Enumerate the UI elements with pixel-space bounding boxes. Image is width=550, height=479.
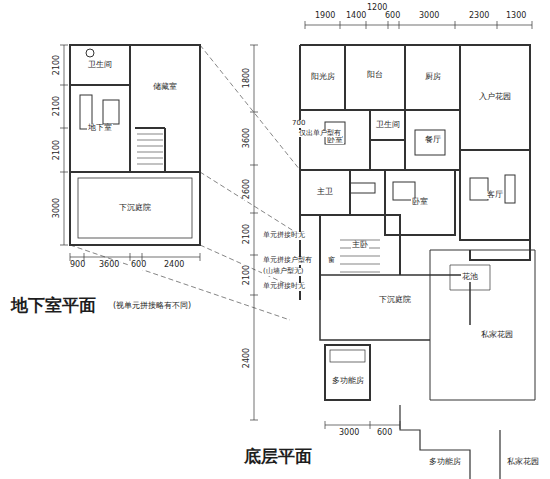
dimension-text: 3000 xyxy=(418,12,440,21)
room-area: 下沉庭院 xyxy=(72,174,198,243)
room-name: 下沉庭院 xyxy=(378,296,412,305)
room-area: 阳光房 xyxy=(302,47,343,108)
plan-note: 窗 xyxy=(327,257,336,265)
plan-note: 单元拼接时无 xyxy=(262,232,306,240)
dimension-text: 2100 xyxy=(243,223,252,245)
room-area: 花池 xyxy=(452,267,488,288)
dimension-text: 600 xyxy=(130,261,147,270)
dimension-text: 2600 xyxy=(243,178,252,200)
dimension-text: 2100 xyxy=(53,139,62,161)
room-name: 卫生间 xyxy=(375,121,401,130)
dimension-text: 600 xyxy=(384,12,401,21)
room-name: 花池 xyxy=(461,273,479,282)
room-area: 下沉庭院 xyxy=(322,277,468,323)
room-area: 入户花园 xyxy=(462,47,528,148)
dimension-text: 2400 xyxy=(163,261,185,270)
room-area: 主卫 xyxy=(302,172,348,213)
dimension-text: 900 xyxy=(69,261,86,270)
room-name: 厨房 xyxy=(424,73,442,82)
dimension-text: 2100 xyxy=(243,264,252,286)
room-area: 卫生间 xyxy=(72,47,128,83)
room-area: 地下室 xyxy=(72,87,128,170)
room-area: 储藏室 xyxy=(132,47,198,127)
room-name: 阳光房 xyxy=(310,73,336,82)
room-area: 卧室 xyxy=(387,172,453,233)
dimension-text: 1800 xyxy=(243,67,252,89)
dimension-text: 600 xyxy=(376,429,393,438)
room-area: 厨房 xyxy=(407,47,458,108)
dimension-text: 2300 xyxy=(468,12,490,21)
room-name: 多功能房 xyxy=(331,377,365,386)
room-name: 入户花园 xyxy=(478,93,512,102)
room-area: 多功能房 xyxy=(422,452,468,472)
dimension-text: 1400 xyxy=(345,12,367,21)
room-area: 客厅 xyxy=(462,152,528,238)
room-name: 主卧 xyxy=(351,241,369,250)
dimension-text: 3000 xyxy=(53,197,62,219)
dimension-text: 2100 xyxy=(53,95,62,117)
dimension-text: 1900 xyxy=(314,12,336,21)
room-name: 储藏室 xyxy=(152,83,178,92)
plan-note: 仅出单户型有 xyxy=(298,130,342,137)
room-area: 私家花园 xyxy=(462,300,532,370)
room-name: 卧室 xyxy=(411,198,429,207)
room-name: 多功能房 xyxy=(428,458,462,467)
dimension-text: 3600 xyxy=(243,127,252,149)
room-name: 阳台 xyxy=(366,71,384,80)
room-name: 私家花园 xyxy=(506,458,540,467)
dimension-text: 2400 xyxy=(243,347,252,369)
plan-title: 底层平面 xyxy=(243,447,313,466)
room-name: 地下室 xyxy=(87,124,113,133)
room-area: 多功能房 xyxy=(327,364,368,398)
dimension-text: 2100 xyxy=(53,54,62,76)
plan-note: 单元拼接时无 xyxy=(262,283,306,291)
room-name: 主卫 xyxy=(316,188,334,197)
room-area: 餐厅 xyxy=(407,112,458,168)
room-name: 卫生间 xyxy=(87,61,113,70)
dimension-text: 1300 xyxy=(505,12,527,21)
plan-note: (山墙户型无) xyxy=(262,268,304,276)
room-area: 卫生间 xyxy=(371,112,404,139)
plan-note: (视单元拼接略有不同) xyxy=(112,302,192,311)
dimension-text: 3600 xyxy=(98,261,120,270)
room-area: 阳台 xyxy=(347,52,403,98)
plan-note: 单元拼接户型有 xyxy=(262,257,313,265)
plan-note: 700 xyxy=(291,120,306,128)
room-name: 客厅 xyxy=(486,191,504,200)
room-name: 餐厅 xyxy=(424,136,442,145)
room-name: 私家花园 xyxy=(480,331,514,340)
room-area: 卧室 xyxy=(302,112,368,168)
room-name: 下沉庭院 xyxy=(118,204,152,213)
dimension-text: 3000 xyxy=(338,429,360,438)
plan-title: 地下室平面 xyxy=(10,296,97,315)
room-area: 私家花园 xyxy=(500,452,546,472)
